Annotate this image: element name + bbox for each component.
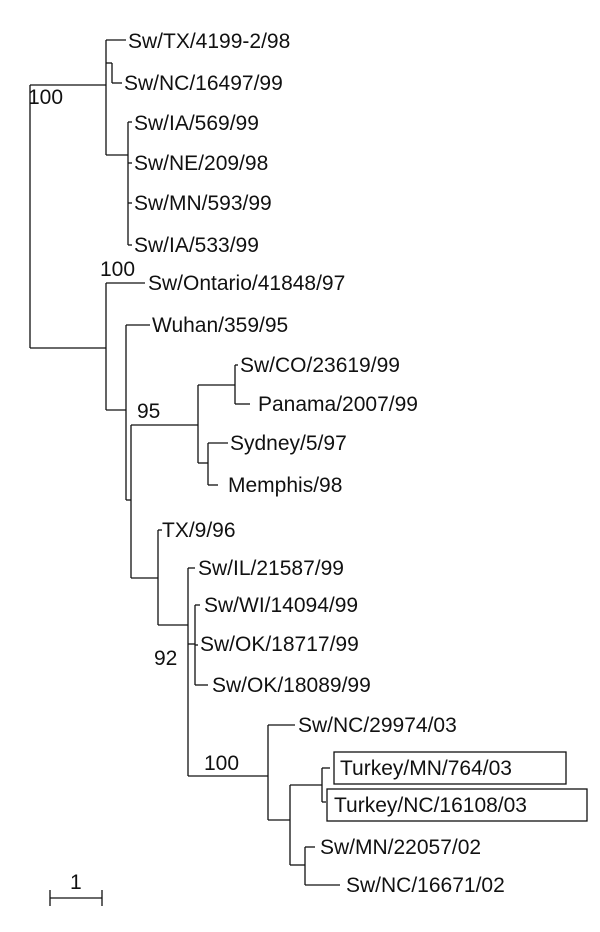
highlight-box: [326, 788, 588, 822]
taxon-label: Sw/OK/18717/99: [200, 633, 359, 656]
taxon-label: Sw/MN/22057/02: [320, 836, 481, 859]
taxon-label: TX/9/96: [162, 519, 236, 542]
taxon-label: Sw/WI/14094/99: [204, 594, 358, 617]
taxon-label: Turkey/NC/16108/03: [334, 794, 527, 817]
taxon-labels: Sw/TX/4199-2/98 Sw/NC/16497/99 Sw/IA/569…: [124, 30, 527, 897]
taxon-label: Wuhan/359/95: [152, 314, 288, 337]
scale-bar: 1: [49, 871, 103, 906]
taxon-label: Sw/NC/29974/03: [298, 714, 457, 737]
taxon-label: Sw/NE/209/98: [134, 152, 268, 175]
taxon-label: Panama/2007/99: [258, 393, 418, 416]
scale-bar-label: 1: [70, 871, 82, 894]
taxon-label: Sw/Ontario/41848/97: [148, 272, 345, 295]
bootstrap-value: 95: [137, 400, 160, 423]
taxon-label: Sw/OK/18089/99: [212, 674, 371, 697]
bootstrap-value: 100: [100, 258, 135, 281]
taxon-label: Sw/IA/569/99: [134, 112, 259, 135]
bootstrap-value: 100: [28, 86, 63, 109]
bootstrap-values: 100 100 95 92 100: [28, 86, 239, 775]
taxon-label: Sw/CO/23619/99: [240, 354, 400, 377]
taxon-label: Sw/NC/16671/02: [346, 874, 505, 897]
bootstrap-value: 92: [154, 647, 177, 670]
taxon-label: Sw/IA/533/99: [134, 234, 259, 257]
taxon-label: Sydney/5/97: [230, 432, 347, 455]
taxon-label: Sw/MN/593/99: [134, 192, 272, 215]
taxon-label: Sw/NC/16497/99: [124, 72, 283, 95]
taxon-label: Memphis/98: [228, 474, 342, 497]
taxon-label: Sw/IL/21587/99: [198, 557, 344, 580]
highlight-box: [333, 751, 567, 785]
taxon-label: Turkey/MN/764/03: [340, 757, 512, 780]
bootstrap-value: 100: [204, 752, 239, 775]
tree-branches: [29, 39, 340, 886]
taxon-label: Sw/TX/4199-2/98: [128, 30, 290, 53]
